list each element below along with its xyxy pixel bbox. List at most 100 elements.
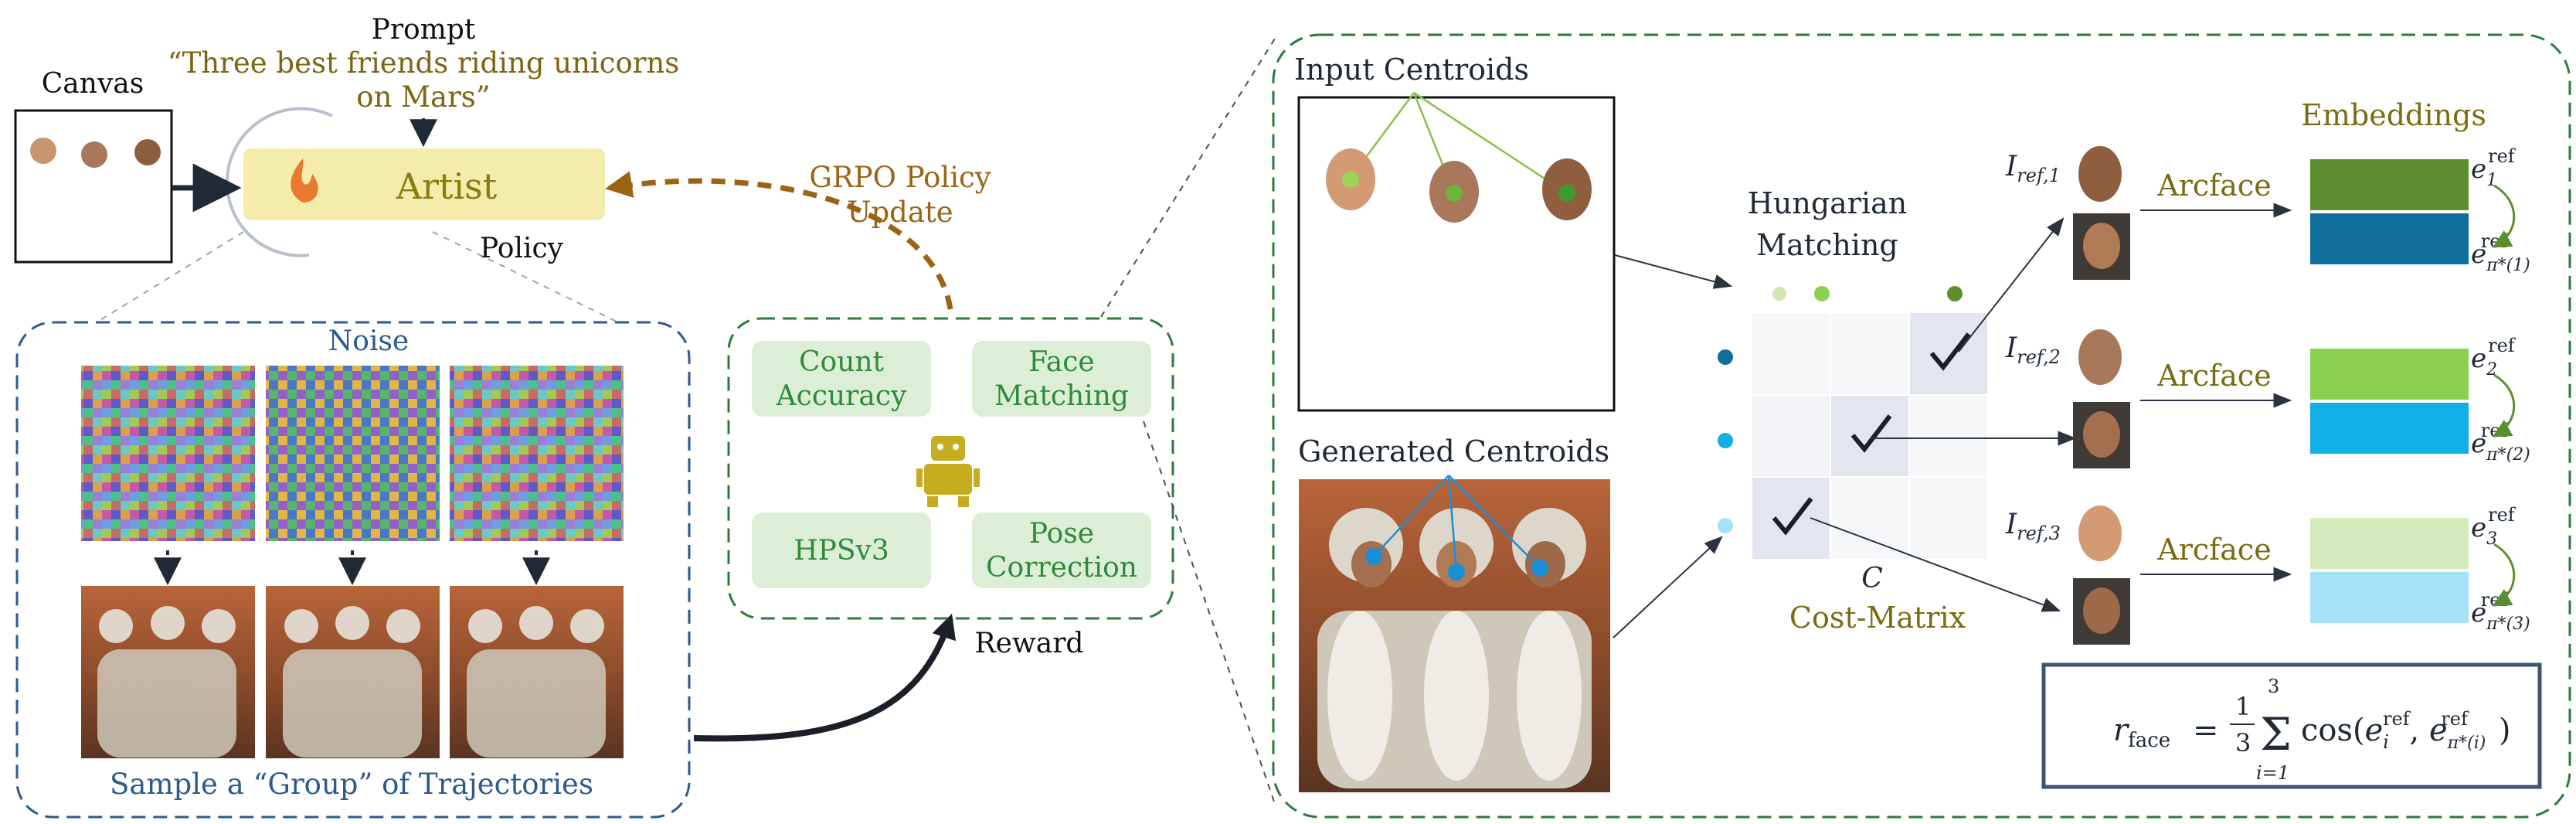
input-centroids-title: Input Centroids [1294, 53, 1529, 87]
canvas-faces [30, 138, 161, 168]
prompt-text-line2: on Mars” [356, 80, 490, 114]
sample-images [81, 586, 624, 758]
matrix-cell [1752, 396, 1830, 476]
embedding-bar [2310, 213, 2469, 264]
pose-label-1: Pose [1029, 518, 1094, 550]
embedding-bars [2310, 159, 2469, 623]
column-dot [1814, 286, 1830, 301]
zoom-guide [96, 231, 244, 323]
noise-title: Noise [328, 325, 409, 357]
compare-arrow [2492, 543, 2516, 607]
prompt-text-line1: “Three best friends riding unicorns [168, 46, 680, 80]
generated-to-matrix-arrow [1613, 536, 1723, 638]
noise-image [81, 366, 255, 541]
face-label-1: Face [1028, 346, 1094, 378]
embedding-bar [2310, 349, 2469, 400]
matrix-cell [1831, 313, 1908, 394]
embedding-bar [2310, 159, 2469, 210]
ref-label-3: Iref,3 [2005, 509, 2061, 544]
svg-text:3: 3 [2268, 676, 2279, 697]
input-canvas [1297, 96, 1616, 412]
ref-faces [2073, 146, 2130, 645]
column-dot [1772, 287, 1786, 301]
noise-image [266, 366, 440, 541]
e-label: e1ref [2471, 145, 2517, 190]
reward-item-hpsv3 [752, 512, 931, 588]
count-label-2: Accuracy [776, 380, 907, 412]
grpo-update-arrow [605, 171, 953, 310]
cost-matrix [1718, 286, 1987, 559]
arcface-label: Arcface [2156, 359, 2271, 393]
hps-label: HPSv3 [794, 535, 889, 567]
embedding-labels: e1ref eπ*(1)ref e2ref eπ*(2)ref e3ref eπ… [2471, 145, 2530, 634]
matrix-cell [1752, 313, 1830, 394]
reward-item-pose-correction [972, 512, 1151, 588]
ref-labels: Iref,1 Iref,2 Iref,3 [2005, 151, 2061, 544]
noise-image [450, 366, 624, 541]
matrix-cell [1910, 396, 1987, 476]
ref-label-2: Iref,2 [2005, 332, 2061, 368]
e-label: eπ*(1)ref [2471, 230, 2530, 275]
arcface-label: Arcface [2156, 533, 2271, 567]
matrix-cell [1752, 478, 1830, 559]
policy-label: Policy [480, 233, 564, 264]
artist-box [243, 148, 605, 220]
input-to-matrix-arrow [1614, 254, 1733, 289]
centroid-dot [1365, 548, 1382, 565]
svg-text:1: 1 [2235, 692, 2251, 721]
compare-arrow [2492, 184, 2516, 248]
left-panel: Canvas Prompt “Three best friends riding… [14, 14, 991, 819]
zoom-guide [1143, 421, 1276, 805]
input-faces [1326, 148, 1592, 223]
match-arrow-3 [1810, 517, 2061, 612]
reward-panel: Count Accuracy Face Matching HPSv3 Pose … [727, 317, 1174, 659]
face-matching-panel [1272, 33, 2571, 819]
row-dot [1718, 349, 1733, 365]
face-thumb [30, 138, 56, 164]
check-icon [1850, 414, 1892, 453]
matrix-cell [1910, 478, 1987, 559]
count-label-1: Count [799, 346, 885, 378]
matrix-cell [1910, 313, 1987, 394]
compare-arrow [2492, 373, 2516, 438]
face-label-2: Matching [994, 380, 1129, 412]
right-panel: Input Centroids Generated Centroids [1272, 33, 2571, 819]
check-icon [1929, 332, 1971, 371]
prompt-label: Prompt [372, 14, 476, 46]
matrix-cell [1831, 478, 1908, 559]
zoom-guide [432, 231, 619, 323]
row-dot [1718, 518, 1733, 533]
hungarian-line2: Matching [1756, 228, 1898, 262]
svg-text:Σ: Σ [2260, 708, 2292, 761]
canvas-label: Canvas [42, 68, 144, 100]
cost-matrix-label: Cost-Matrix [1789, 601, 1966, 635]
arcface-label: Arcface [2156, 169, 2271, 203]
hungarian-line1: Hungarian [1748, 186, 1908, 220]
flame-icon [291, 158, 318, 203]
match-arrow-1 [1958, 217, 2065, 352]
artist-label: Artist [396, 165, 498, 207]
centroid-dot [1448, 564, 1465, 581]
svg-text:=: = [2193, 713, 2219, 748]
reward-item-count-accuracy [752, 341, 931, 417]
e-label: e3ref [2471, 504, 2517, 549]
generated-figures [1317, 508, 1592, 788]
grpo-line2: Update [847, 196, 953, 229]
zoom-guide [1100, 38, 1276, 318]
ref-label-1: Iref,1 [2005, 151, 2061, 186]
reward-formula-box [2041, 662, 2542, 789]
trajectory-group-box [15, 321, 691, 819]
row-dot [1718, 433, 1733, 448]
check-icon [1772, 497, 1813, 536]
face-thumb [81, 141, 107, 168]
embedding-bar [2310, 403, 2469, 454]
embedding-bar [2310, 572, 2469, 623]
embedding-bar [2310, 518, 2469, 569]
c-symbol: C [1861, 563, 1883, 594]
reward-label: Reward [975, 628, 1084, 659]
e-label: e2ref [2471, 335, 2517, 380]
column-dot [1947, 286, 1963, 301]
centroid-dot [1531, 560, 1548, 577]
group-caption: Sample a “Group” of Trajectories [110, 768, 593, 801]
